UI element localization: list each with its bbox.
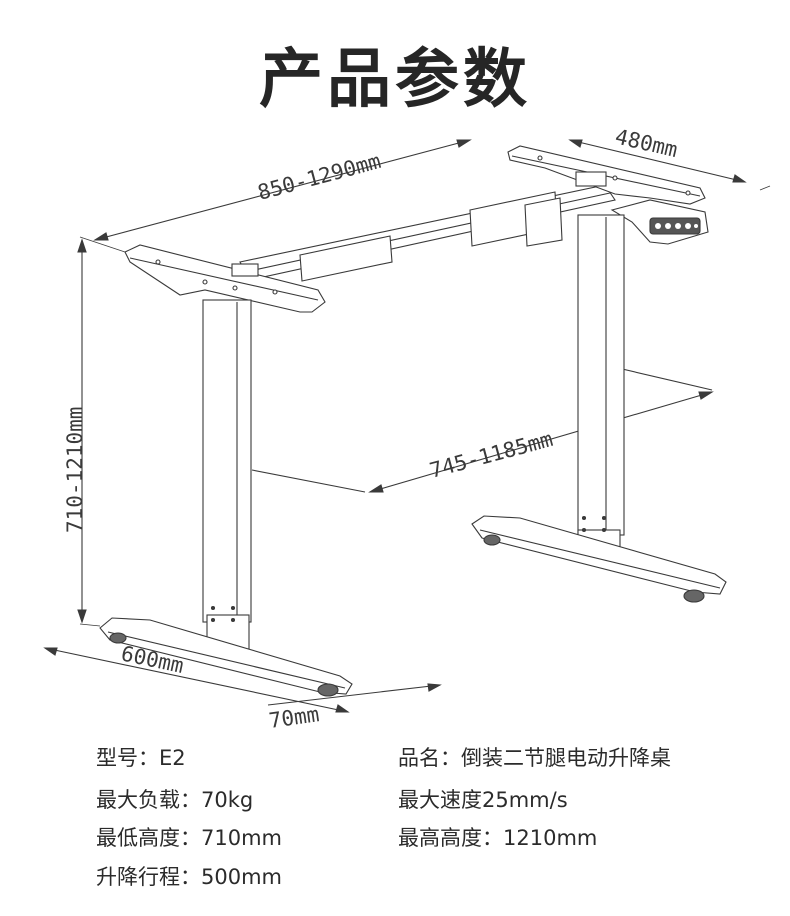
- spec-max-speed: 最大速度25mm/s: [398, 788, 568, 812]
- right-foot: [471, 515, 727, 603]
- spec-product-name: 品名：倒装二节腿电动升降桌: [398, 746, 671, 770]
- right-top-bracket: [507, 145, 706, 205]
- left-foot: [99, 617, 353, 697]
- control-panel: [610, 199, 709, 245]
- spec-model: 型号：E2: [96, 746, 186, 770]
- top-beam: [239, 184, 616, 282]
- spec-travel: 升降行程：500mm: [96, 865, 282, 889]
- spec-max-load: 最大负载：70kg: [96, 788, 254, 812]
- dimension-lines: [43, 139, 771, 713]
- beam-dimension-label: 745-1185mm: [427, 427, 555, 483]
- spec-min-height: 最低高度：710mm: [96, 826, 282, 850]
- height-dimension-label: 710-1210mm: [63, 407, 87, 533]
- page-title: 产品参数: [259, 43, 531, 117]
- spec-max-height: 最高高度：1210mm: [398, 826, 598, 850]
- depth-dimension-label: 480mm: [613, 124, 680, 162]
- width-dimension-label: 850-1290mm: [255, 149, 383, 205]
- foot-width-dimension-label: 70mm: [267, 702, 320, 733]
- left-leg: [202, 299, 252, 652]
- right-leg: [577, 214, 625, 559]
